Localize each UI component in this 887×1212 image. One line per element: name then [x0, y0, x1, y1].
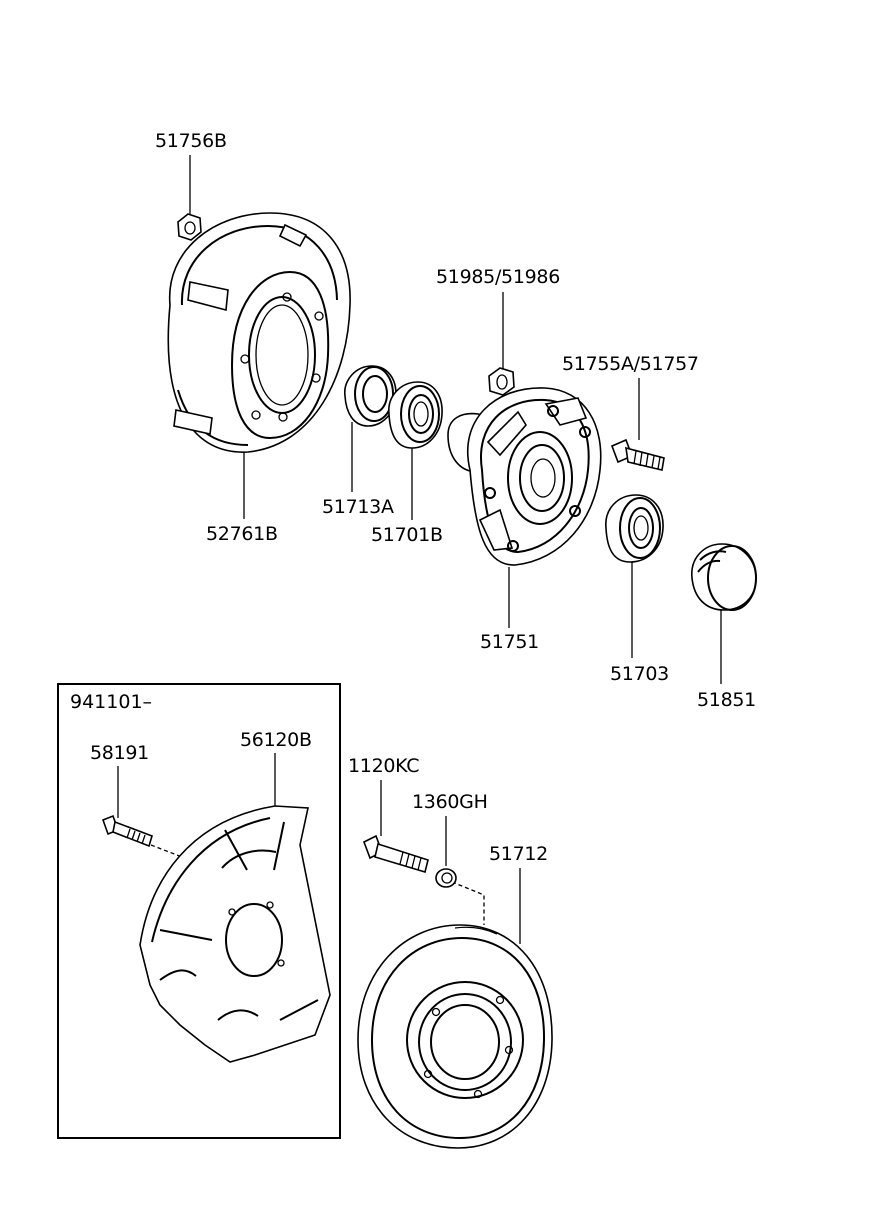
inset-box-label: 941101–: [70, 691, 152, 713]
leader-lines: [117, 155, 722, 944]
label-51985-51986: 51985/51986: [436, 266, 560, 288]
wheel-stud-51755A-51757: [610, 438, 665, 471]
label-51851: 51851: [697, 689, 756, 711]
washer-1360GH: [435, 868, 457, 888]
grease-cap-51851: [691, 543, 757, 611]
label-51756B: 51756B: [155, 130, 227, 152]
label-1120KC: 1120KC: [348, 755, 419, 777]
label-51713A: 51713A: [322, 496, 394, 518]
label-51755A-51757: 51755A/51757: [562, 353, 699, 375]
seal-51713A: [344, 365, 397, 427]
label-51712: 51712: [489, 843, 548, 865]
brake-drum-52761B: [167, 212, 351, 453]
bolt-1120KC: [362, 834, 429, 874]
label-56120B: 56120B: [240, 729, 312, 751]
bearing-51703: [605, 494, 664, 563]
label-51751: 51751: [480, 631, 539, 653]
label-51701B: 51701B: [371, 524, 443, 546]
label-1360GH: 1360GH: [412, 791, 488, 813]
wheel-hub-51751: [447, 387, 602, 566]
bearing-51701B: [388, 381, 443, 449]
nut-51756B: [177, 213, 202, 241]
label-52761B: 52761B: [206, 523, 278, 545]
label-51703: 51703: [610, 663, 669, 685]
bolt-58191: [101, 814, 153, 848]
dust-shield-56120B: [139, 805, 331, 1063]
brake-disc-51712: [357, 924, 553, 1149]
inset-box: 941101–: [57, 683, 341, 1139]
label-58191: 58191: [90, 742, 149, 764]
nut-51985-51986: [488, 367, 515, 396]
